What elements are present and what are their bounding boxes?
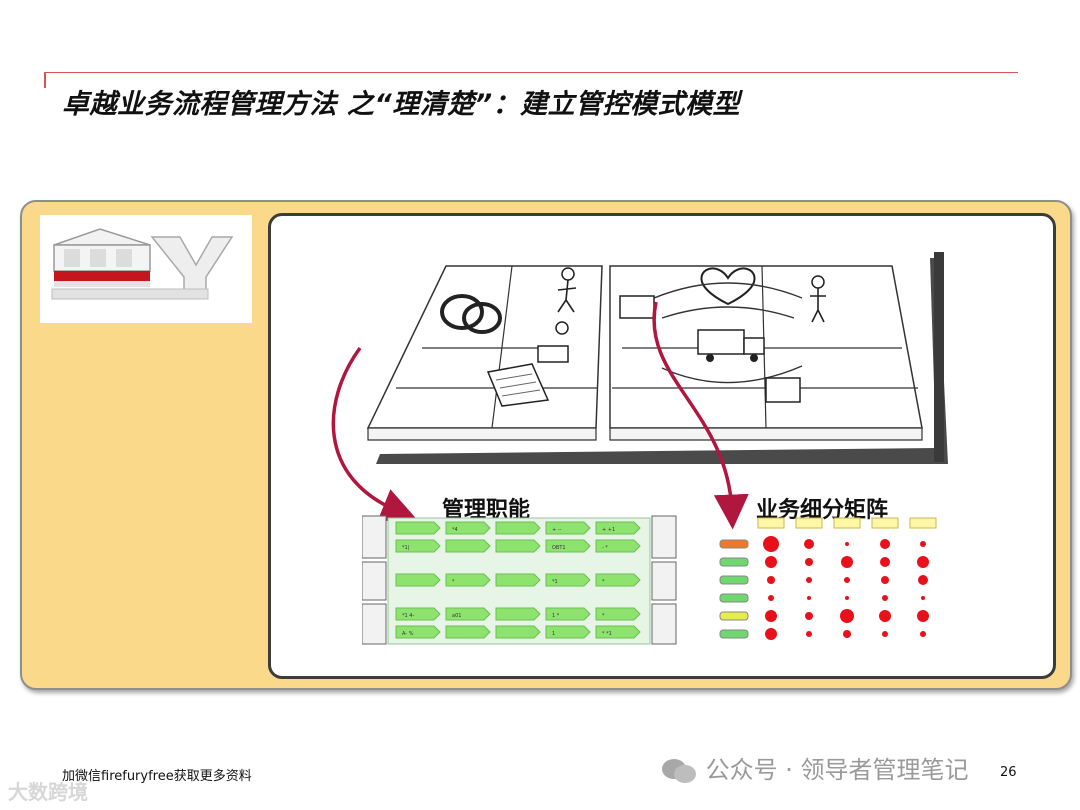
matrix-dot — [840, 609, 854, 623]
matrix-dot — [880, 557, 890, 567]
process-chevron — [446, 626, 490, 638]
process-chevron-text: *4 — [452, 527, 458, 533]
process-chevron — [396, 522, 440, 534]
process-chevron — [396, 574, 440, 586]
matrix-dot — [917, 556, 929, 568]
promo-footer: 加微信firefuryfree获取更多资料 — [62, 765, 252, 784]
matrix-dot — [767, 576, 775, 584]
process-chevron — [496, 540, 540, 552]
process-chevron — [496, 626, 540, 638]
matrix-row-label — [720, 540, 748, 548]
matrix-column-header — [872, 518, 898, 528]
process-chevron-text: - * — [602, 545, 608, 551]
matrix-dot — [920, 541, 926, 547]
process-chevron-text: 1 * — [552, 613, 560, 619]
process-chevron-text: + +1 — [602, 527, 615, 533]
matrix-row-label — [720, 576, 748, 584]
process-chevron-text: A- % — [402, 631, 414, 637]
matrix-dot — [765, 610, 777, 622]
matrix-row-label — [720, 594, 748, 602]
watermark-left: 大数跨境 — [8, 776, 88, 805]
process-chevron-text: a01 — [452, 613, 461, 619]
matrix-column-header — [758, 518, 784, 528]
matrix-dot — [807, 596, 811, 600]
process-chevron-text: 1 — [552, 631, 555, 637]
matrix-dot — [806, 577, 812, 583]
matrix-dot — [918, 575, 928, 585]
matrix-dot — [845, 596, 849, 600]
matrix-dot — [805, 558, 813, 566]
matrix-dot — [845, 542, 849, 546]
matrix-row-label — [720, 558, 748, 566]
matrix-dot — [921, 596, 925, 600]
matrix-dot — [882, 631, 888, 637]
process-chevron-text: * *1 — [602, 631, 612, 637]
matrix-dot — [768, 595, 774, 601]
process-chevron-text: + -- — [552, 527, 562, 533]
matrix-row-label — [720, 612, 748, 620]
matrix-dot — [765, 556, 777, 568]
matrix-dot — [763, 536, 779, 552]
matrix-dot — [844, 577, 850, 583]
matrix-dot — [917, 610, 929, 622]
process-chevron-text: *1 4- — [402, 613, 414, 619]
arrow-to-matrix — [654, 302, 732, 512]
matrix-dot — [879, 610, 891, 622]
business-segmentation-matrix — [718, 516, 950, 644]
matrix-column-header — [796, 518, 822, 528]
matrix-dot — [843, 630, 851, 638]
matrix-column-header — [834, 518, 860, 528]
process-chevron-text: OBT1 — [552, 545, 566, 551]
page-number: 26 — [1000, 765, 1017, 780]
watermark-account-name: 公众号 · 领导者管理笔记 — [706, 756, 969, 784]
wechat-icon — [660, 757, 698, 785]
process-chevron-text: *1| — [402, 545, 410, 551]
process-chevron — [496, 522, 540, 534]
matrix-column-header — [910, 518, 936, 528]
matrix-dot — [881, 576, 889, 584]
matrix-dot — [765, 628, 777, 640]
process-chevron — [496, 608, 540, 620]
matrix-dot — [882, 595, 888, 601]
watermark-right: 公众号 · 领导者管理笔记 — [660, 750, 969, 785]
matrix-dot — [841, 556, 853, 568]
matrix-dot — [805, 612, 813, 620]
arrow-to-management — [333, 348, 400, 512]
matrix-dot — [804, 539, 814, 549]
process-chevron-text: *1 — [552, 579, 558, 585]
matrix-dot — [880, 539, 890, 549]
process-chevron — [446, 540, 490, 552]
matrix-row-label — [720, 630, 748, 638]
process-chevron — [496, 574, 540, 586]
matrix-dot — [920, 631, 926, 637]
matrix-dot — [806, 631, 812, 637]
